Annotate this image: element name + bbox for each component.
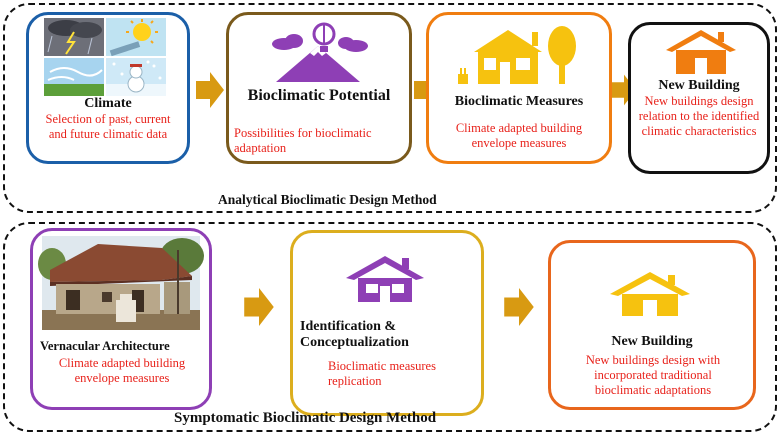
identification-description: Bioclimatic measures replication bbox=[328, 359, 436, 388]
new-building-description-symptomatic: New buildings design with incorporated t… bbox=[585, 353, 721, 397]
new-building-description-analytical: New buildings design relation to the ide… bbox=[638, 94, 760, 138]
bioclimatic-measures-title: Bioclimatic Measures bbox=[454, 94, 584, 109]
mountain-balloon-icon bbox=[272, 22, 368, 82]
new-building-title-symptomatic: New Building bbox=[611, 334, 693, 349]
bioclimatic-potential-card bbox=[226, 12, 412, 164]
vernacular-architecture-title: Vernacular Architecture bbox=[40, 339, 170, 353]
analytical-method-label: Analytical Bioclimatic Design Method bbox=[218, 192, 437, 207]
analytical-method-group bbox=[3, 3, 777, 213]
climate-description: Selection of past, current and future cl… bbox=[45, 112, 171, 141]
identification-title-line1: Identification & bbox=[300, 319, 397, 334]
new-building-title-analytical: New Building bbox=[658, 78, 740, 93]
bioclimatic-potential-title: Bioclimatic Potential bbox=[247, 87, 391, 104]
flow-arrow-4 bbox=[244, 288, 274, 326]
flow-arrow-3 bbox=[612, 74, 636, 106]
climate-title: Climate bbox=[84, 96, 132, 111]
house-icon-yellow bbox=[610, 272, 690, 316]
vernacular-house-photo bbox=[38, 236, 204, 330]
bioclimatic-measures-description: Climate adapted building envelope measur… bbox=[455, 121, 583, 150]
house-icon-orange bbox=[666, 30, 736, 74]
flow-arrow-1 bbox=[196, 72, 224, 108]
symptomatic-method-group bbox=[3, 222, 777, 432]
house-tree-icon bbox=[458, 26, 576, 84]
house-icon-purple bbox=[346, 256, 424, 302]
weather-collage-image bbox=[44, 18, 166, 96]
new-building-card-analytical bbox=[628, 22, 770, 174]
flow-arrow-5 bbox=[504, 288, 534, 326]
symptomatic-method-label: Symptomatic Bioclimatic Design Method bbox=[174, 410, 437, 426]
identification-title-line2: Conceptualization bbox=[300, 335, 409, 350]
bioclimatic-potential-description: Possibilities for bioclimatic adaptation bbox=[234, 126, 372, 155]
new-building-card-symptomatic bbox=[548, 240, 756, 410]
vernacular-architecture-description: Climate adapted building envelope measur… bbox=[58, 356, 186, 385]
